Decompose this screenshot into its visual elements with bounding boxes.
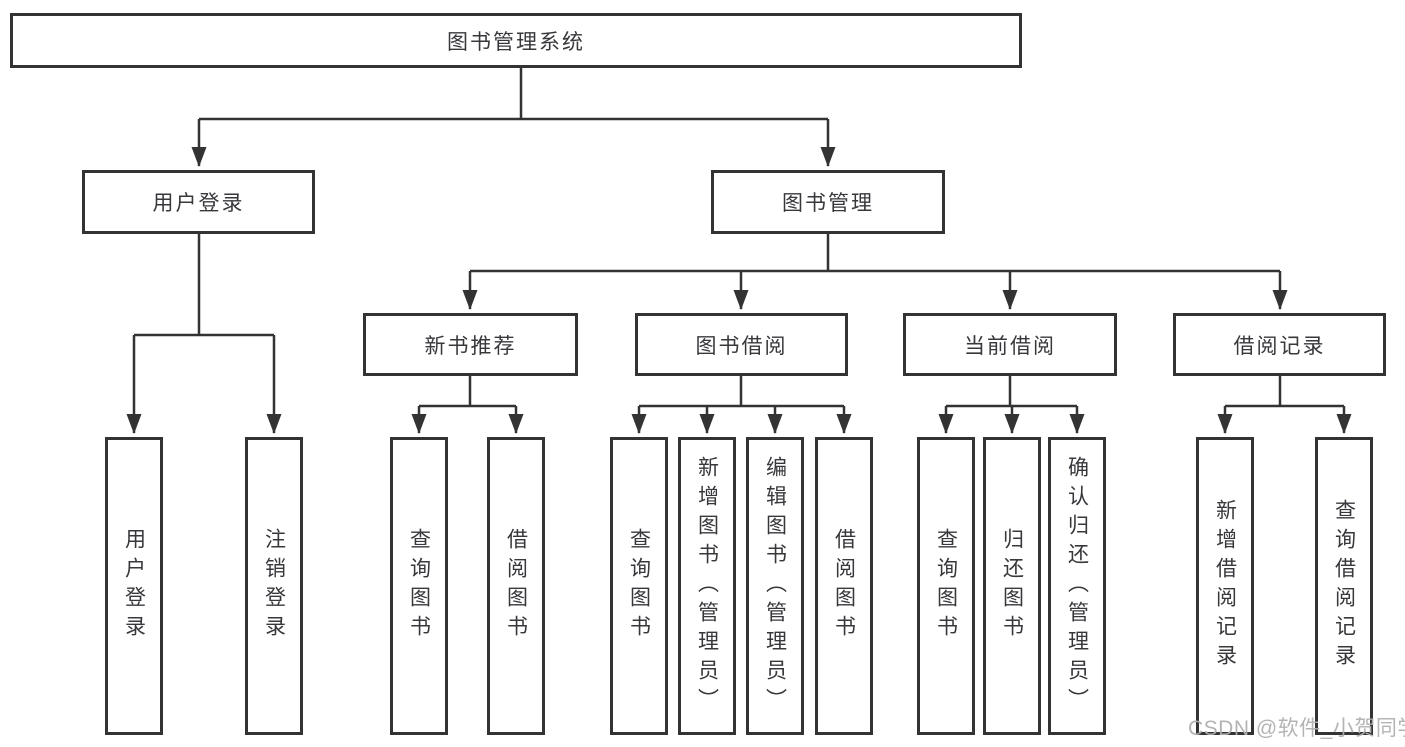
node-borrowing-records: 借阅记录 xyxy=(1173,313,1386,376)
node-label: 归还图书 xyxy=(1000,528,1024,644)
node-label: 编辑图书（管理员） xyxy=(763,455,787,717)
node-label: 查询图书 xyxy=(407,528,431,644)
node-current-borrowing: 当前借阅 xyxy=(903,313,1117,376)
node-leaf-query-books-current: 查询图书 xyxy=(917,437,975,735)
node-label: 图书管理系统 xyxy=(447,30,585,54)
node-leaf-confirm-return-admin: 确认归还（管理员） xyxy=(1048,437,1106,735)
node-label: 查询图书 xyxy=(934,528,958,644)
node-label: 新增借阅记录 xyxy=(1213,499,1237,673)
node-leaf-query-books-borrow: 查询图书 xyxy=(610,437,668,735)
node-label: 新增图书（管理员） xyxy=(695,455,719,717)
node-leaf-logout: 注销登录 xyxy=(245,437,303,735)
csdn-watermark: CSDN @软件_小贺同学 xyxy=(1188,717,1405,740)
node-label: 查询图书 xyxy=(627,528,651,644)
node-label: 确认归还（管理员） xyxy=(1065,455,1089,717)
node-new-book-recommendation: 新书推荐 xyxy=(363,313,578,376)
node-label: 用户登录 xyxy=(122,528,146,644)
node-book-borrowing: 图书借阅 xyxy=(635,313,848,376)
node-leaf-borrow-books-recommend: 借阅图书 xyxy=(487,437,545,735)
node-label: 图书管理 xyxy=(782,192,874,215)
node-label: 注销登录 xyxy=(262,528,286,644)
node-label: 借阅图书 xyxy=(504,528,528,644)
node-leaf-edit-books-admin: 编辑图书（管理员） xyxy=(746,437,804,735)
node-label: 借阅图书 xyxy=(832,528,856,644)
node-leaf-borrow-books: 借阅图书 xyxy=(815,437,873,735)
node-label: 当前借阅 xyxy=(964,334,1056,358)
node-leaf-return-books: 归还图书 xyxy=(983,437,1041,735)
node-leaf-query-books-recommend: 查询图书 xyxy=(390,437,448,735)
node-leaf-user-login: 用户登录 xyxy=(105,437,163,735)
node-leaf-add-borrow-record: 新增借阅记录 xyxy=(1196,437,1254,735)
node-library-management-system: 图书管理系统 xyxy=(10,13,1022,68)
node-label: 新书推荐 xyxy=(424,334,517,358)
node-user-login: 用户登录 xyxy=(82,170,315,234)
node-leaf-query-borrow-record: 查询借阅记录 xyxy=(1315,437,1373,735)
node-label: 用户登录 xyxy=(152,192,245,215)
node-label: 借阅记录 xyxy=(1233,334,1326,358)
node-leaf-add-books-admin: 新增图书（管理员） xyxy=(678,437,736,735)
node-book-management: 图书管理 xyxy=(711,170,945,234)
node-label: 查询借阅记录 xyxy=(1332,499,1356,673)
node-label: 图书借阅 xyxy=(695,334,788,358)
